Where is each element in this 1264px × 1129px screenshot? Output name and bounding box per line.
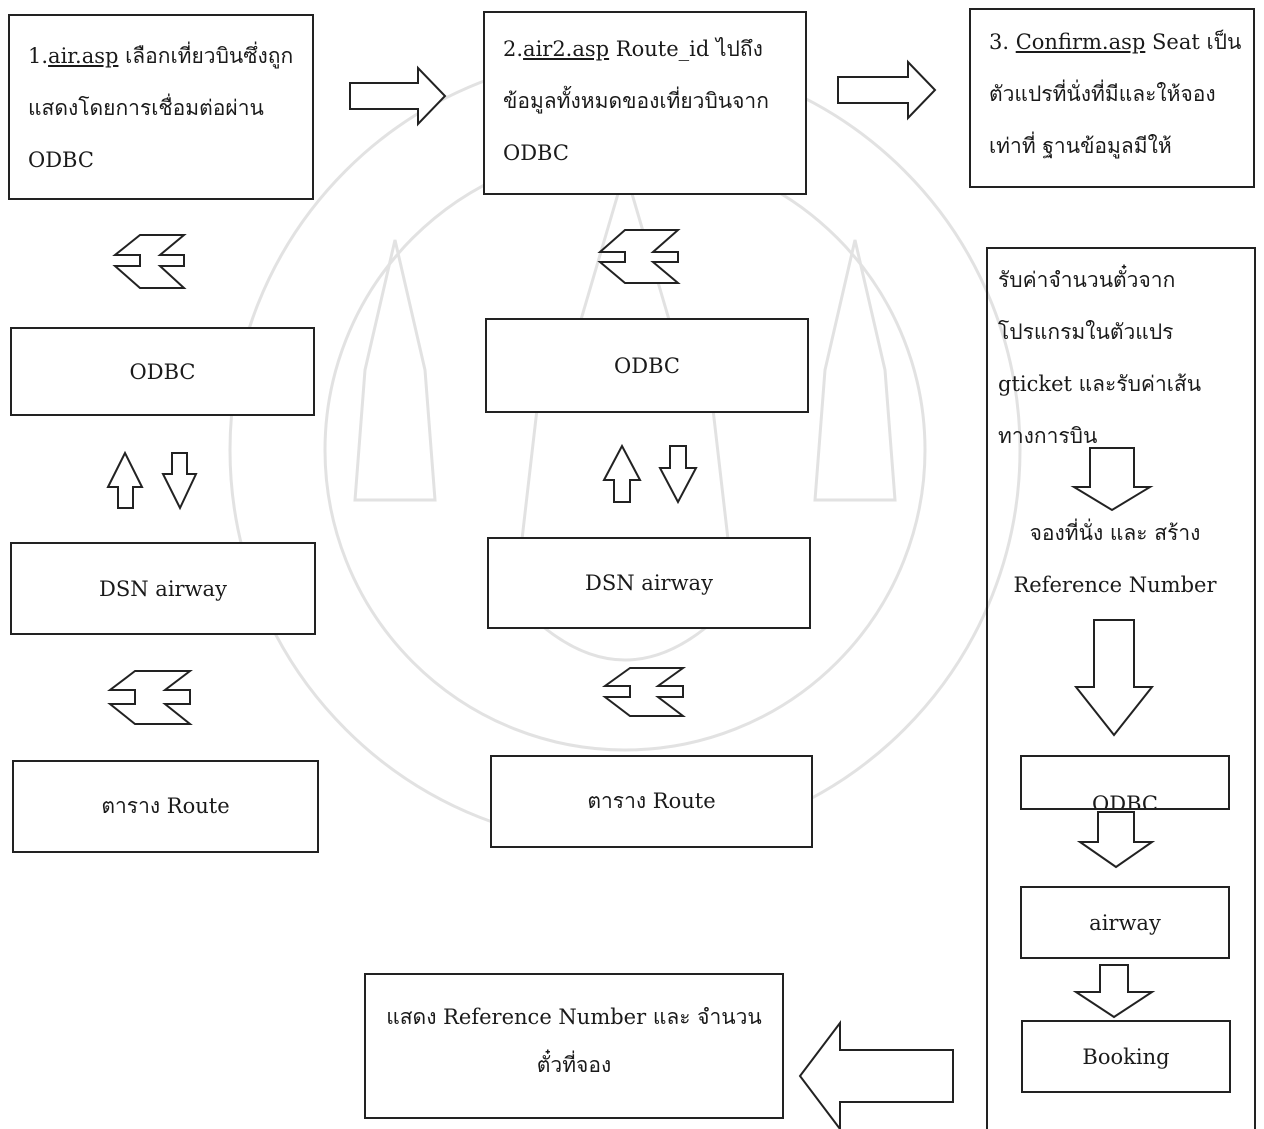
result-line: ตั๋วที่จอง — [536, 1053, 612, 1077]
double-arrow-col2-bottom — [601, 667, 687, 717]
col1-route-table-box: ตาราง Route — [12, 760, 319, 853]
step3-text: Seat เป็นตัวแปรที่นั่งที่มีและให้จองเท่า… — [989, 30, 1242, 158]
down-arrow-col2 — [658, 445, 698, 505]
result-line: แสดง Reference Number และ จำนวน — [386, 1005, 762, 1029]
double-arrow-col1-bottom — [107, 670, 193, 725]
step2-text: Route_id ไปถึงข้อมูลทั้งหมดของเที่ยวบินจ… — [503, 37, 769, 165]
up-arrow-col1 — [106, 450, 144, 509]
down-arrow-col3-2 — [1073, 619, 1155, 737]
col1-dsn-box: DSN airway — [10, 542, 316, 635]
reserve-line: Reference Number — [1013, 573, 1217, 597]
result-box: แสดง Reference Number และ จำนวน ตั๋วที่จ… — [364, 973, 784, 1119]
down-arrow-col3-4 — [1072, 964, 1156, 1019]
col3-odbc-box: ODBC — [1020, 755, 1230, 810]
col1-route-table-label: ตาราง Route — [101, 794, 230, 818]
col1-odbc-box: ODBC — [10, 327, 315, 416]
receive-ticket-text: รับค่าจำนวนตั๋วจาก โปรแกรมในตัวแปร gtick… — [998, 254, 1248, 462]
step1-text: เลือกเที่ยวบินซึ่งถูกแสดงโดยการเชื่อมต่อ… — [28, 44, 294, 172]
col2-odbc-label: ODBC — [614, 353, 680, 378]
col1-dsn-label: DSN airway — [99, 576, 227, 601]
right-arrow-2-to-3 — [837, 59, 937, 121]
step3-box: 3. Confirm.asp Seat เป็นตัวแปรที่นั่งที่… — [969, 8, 1255, 188]
left-arrow-to-result — [798, 1020, 954, 1129]
step3-prefix: 3. — [989, 30, 1016, 54]
step2-prefix: 2. — [503, 37, 524, 61]
air-asp-link[interactable]: air.asp — [48, 44, 119, 68]
reserve-line: จองที่นั่ง และ สร้าง — [1029, 521, 1201, 545]
receive-line: รับค่าจำนวนตั๋วจาก — [998, 268, 1176, 292]
col2-odbc-box: ODBC — [485, 318, 809, 413]
double-arrow-col1-top — [112, 234, 187, 289]
air2-asp-link[interactable]: air2.asp — [523, 37, 610, 61]
col3-booking-box: Booking — [1021, 1020, 1231, 1093]
col2-route-table-label: ตาราง Route — [587, 789, 716, 813]
receive-line: gticket และรับค่าเส้น — [998, 372, 1202, 396]
col3-airway-box: airway — [1020, 886, 1230, 959]
up-arrow-col2 — [602, 443, 642, 503]
col1-odbc-label: ODBC — [129, 359, 196, 384]
down-arrow-col3-3 — [1076, 811, 1156, 869]
col3-booking-label: Booking — [1082, 1044, 1170, 1069]
col2-route-table-box: ตาราง Route — [490, 755, 813, 848]
booking-process-panel — [986, 247, 1256, 1129]
receive-line: ทางการบิน — [998, 424, 1098, 448]
col2-dsn-box: DSN airway — [487, 537, 811, 629]
step2-box: 2.air2.asp Route_id ไปถึงข้อมูลทั้งหมดขอ… — [483, 11, 807, 195]
col2-dsn-label: DSN airway — [585, 571, 713, 595]
receive-line: โปรแกรมในตัวแปร — [998, 320, 1174, 344]
right-arrow-1-to-2 — [349, 65, 447, 127]
col3-odbc-label: ODBC — [1092, 792, 1158, 810]
step1-box: 1.air.asp เลือกเที่ยวบินซึ่งถูกแสดงโดยกา… — [8, 14, 314, 200]
reserve-seat-text: จองที่นั่ง และ สร้าง Reference Number — [990, 507, 1240, 611]
down-arrow-col1 — [161, 452, 198, 511]
col3-airway-label: airway — [1089, 910, 1161, 935]
step1-prefix: 1. — [28, 44, 49, 68]
confirm-asp-link[interactable]: Confirm.asp — [1015, 30, 1146, 54]
down-arrow-col3-1 — [1070, 447, 1154, 512]
double-arrow-col2-top — [597, 229, 681, 284]
